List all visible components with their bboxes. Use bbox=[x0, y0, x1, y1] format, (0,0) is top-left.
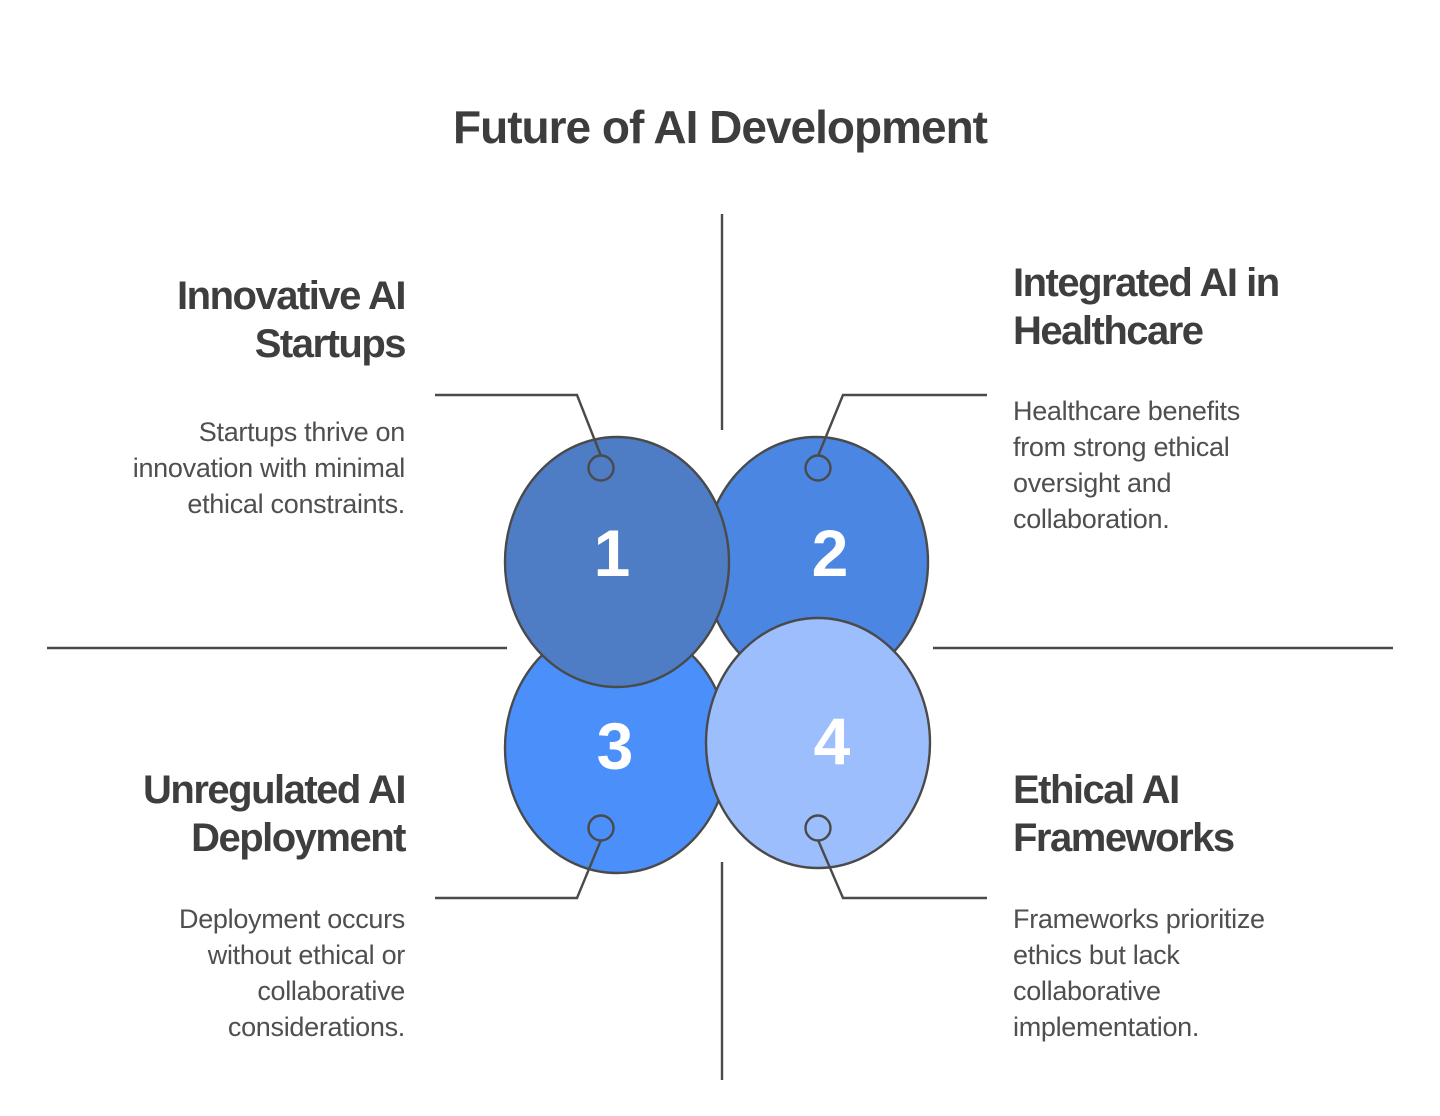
pin-circle-3 bbox=[587, 814, 615, 842]
pin-circle-2 bbox=[804, 454, 832, 482]
description-line: Startups thrive on bbox=[198, 417, 406, 447]
connector-lines bbox=[435, 393, 987, 900]
connector-line-bottom-right bbox=[816, 839, 987, 900]
heading-line: Startups bbox=[254, 322, 407, 366]
description-line: collaboration. bbox=[1013, 504, 1170, 534]
description-line: Healthcare benefits bbox=[1013, 396, 1240, 426]
quadrant-heading-unregulated-ai-deployment: Unregulated AI Deployment bbox=[143, 766, 407, 862]
heading-line: Healthcare bbox=[1013, 309, 1204, 353]
pin-circles bbox=[587, 454, 832, 842]
description-line: oversight and bbox=[1013, 468, 1172, 498]
description-line: without ethical or bbox=[207, 940, 406, 970]
heading-line: Frameworks bbox=[1013, 816, 1235, 860]
heading-line: Unregulated AI bbox=[143, 768, 407, 812]
quadrant-heading-integrated-ai-healthcare: Integrated AI in Healthcare bbox=[1013, 259, 1280, 355]
heading-line: Deployment bbox=[191, 816, 406, 860]
heading-line: Ethical AI bbox=[1013, 768, 1180, 812]
circle-1-innovative-ai bbox=[503, 435, 731, 689]
quadrant-description-unregulated-ai-deployment: Deployment occurs without ethical or col… bbox=[179, 901, 405, 1045]
quadrant-description-integrated-ai-healthcare: Healthcare benefits from strong ethical … bbox=[1013, 393, 1240, 537]
description-line: Frameworks prioritize bbox=[1013, 904, 1265, 934]
pin-circle-1 bbox=[587, 454, 615, 482]
circle-number-4: 4 bbox=[814, 704, 851, 778]
connector-line-top-right bbox=[816, 393, 987, 457]
description-line: from strong ethical bbox=[1013, 432, 1230, 462]
quadrant-description-innovative-ai-startups: Startups thrive on innovation with minim… bbox=[132, 414, 406, 522]
quadrant-description-ethical-ai-frameworks: Frameworks prioritize ethics but lack co… bbox=[1013, 901, 1265, 1045]
heading-line: Integrated AI in bbox=[1013, 261, 1280, 305]
connector-line-top-left bbox=[435, 393, 603, 457]
description-line: implementation. bbox=[1013, 1012, 1200, 1042]
quadrant-heading-ethical-ai-frameworks: Ethical AI Frameworks bbox=[1013, 766, 1235, 862]
quadrant-heading-innovative-ai-startups: Innovative AI Startups bbox=[177, 272, 407, 368]
description-line: collaborative bbox=[1013, 976, 1161, 1006]
description-line: considerations. bbox=[227, 1012, 405, 1042]
description-line: ethics but lack bbox=[1013, 940, 1180, 970]
circle-number-1: 1 bbox=[594, 516, 631, 590]
connector-line-bottom-left bbox=[435, 839, 603, 900]
page-title: Future of AI Development bbox=[453, 101, 988, 153]
circle-4-ethical-ai bbox=[704, 616, 932, 870]
description-line: Deployment occurs bbox=[179, 904, 405, 934]
heading-line: Innovative AI bbox=[177, 274, 406, 318]
circle-number-2: 2 bbox=[812, 516, 849, 590]
circle-number-3: 3 bbox=[597, 709, 634, 783]
pin-circle-4 bbox=[804, 814, 832, 842]
description-line: innovation with minimal bbox=[132, 453, 406, 483]
description-line: ethical constraints. bbox=[187, 489, 405, 519]
axis-lines bbox=[47, 214, 1393, 1080]
description-line: collaborative bbox=[257, 976, 405, 1006]
